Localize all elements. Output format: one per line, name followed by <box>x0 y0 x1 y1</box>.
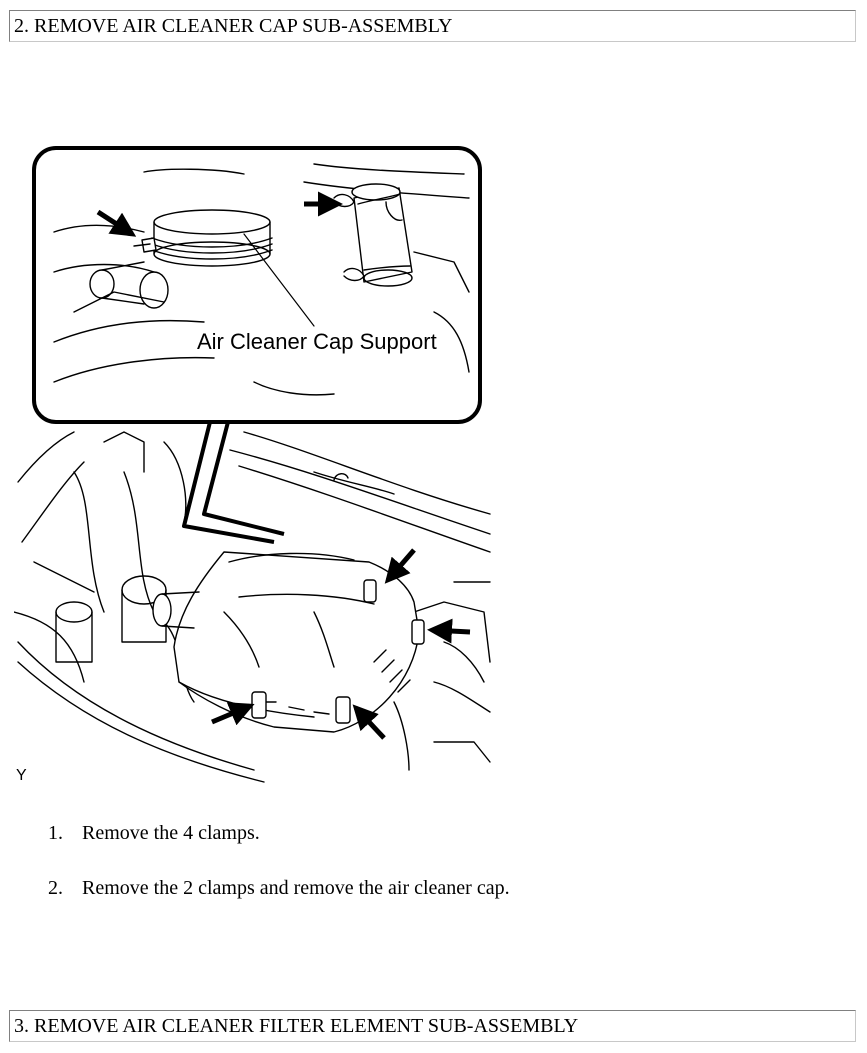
section-header-remove-air-cleaner-cap: 2. REMOVE AIR CLEANER CAP SUB-ASSEMBLY <box>9 10 856 42</box>
list-item: 2. Remove the 2 clamps and remove the air… <box>48 873 510 928</box>
clamp-arrow-bottom-left <box>211 702 255 726</box>
figure-code: Y <box>16 767 27 784</box>
step-number: 1. <box>48 822 63 844</box>
section-title: 2. REMOVE AIR CLEANER CAP SUB-ASSEMBLY <box>14 15 453 37</box>
section-header-remove-filter-element: 3. REMOVE AIR CLEANER FILTER ELEMENT SUB… <box>9 1010 856 1042</box>
air-cleaner-illustration: Air Cleaner Cap Support Y <box>14 146 491 784</box>
callout-label: Air Cleaner Cap Support <box>197 329 437 354</box>
callout-leader <box>182 421 275 544</box>
clamp-arrow-left <box>96 209 137 237</box>
clamp-arrow-top <box>384 548 416 584</box>
list-item: 1. Remove the 4 clamps. <box>48 818 510 873</box>
step-text: Remove the 4 clamps. <box>82 822 260 844</box>
engine-bay-drawing <box>14 431 491 783</box>
procedure-steps: 1. Remove the 4 clamps. 2. Remove the 2 cl… <box>48 818 510 928</box>
section-title: 3. REMOVE AIR CLEANER FILTER ELEMENT SUB… <box>14 1015 579 1037</box>
step-number: 2. <box>48 877 63 899</box>
step-text: Remove the 2 clamps and remove the air c… <box>82 877 510 899</box>
clamp-arrow-right <box>427 618 471 644</box>
clamp-arrow-bottom-right <box>352 704 386 740</box>
callout-detail: Air Cleaner Cap Support <box>32 146 482 424</box>
